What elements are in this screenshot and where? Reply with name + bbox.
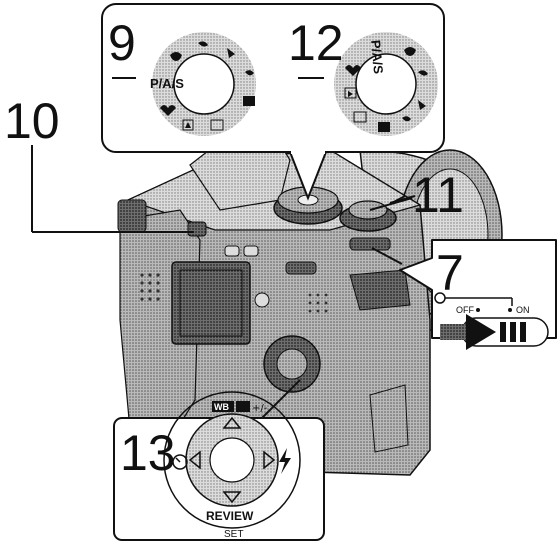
playback-icon (182, 119, 194, 131)
leader-lines (31, 145, 416, 419)
film-icon (353, 111, 367, 123)
portrait-icon (170, 52, 182, 61)
macro-icon (245, 70, 254, 76)
portrait-icon (404, 47, 416, 56)
playback-icon (344, 87, 357, 99)
heart-icon (160, 105, 176, 116)
mode-dial-position-9: P/A/S (150, 32, 256, 136)
flash-icon (279, 448, 291, 474)
mode-dial-position-12: P/A/S (334, 32, 438, 136)
right-arrow-icon (263, 450, 276, 470)
self-timer-icon (172, 454, 188, 470)
svg-text:+/-: +/- (252, 403, 268, 414)
button-10-on-body[interactable] (187, 221, 207, 237)
power-switch-on-body[interactable] (349, 237, 391, 251)
power-switch-inset: 7 OFF ON (399, 239, 557, 350)
night-scene-icon (198, 41, 208, 47)
mode-label-right: P/A/S (368, 39, 386, 74)
cursor-pad[interactable] (163, 391, 301, 529)
sports-icon (227, 48, 235, 58)
shutter-button-on-body[interactable] (339, 200, 397, 232)
movie-icon (378, 122, 390, 132)
heart-icon (345, 65, 361, 76)
night-scene-icon (418, 70, 428, 76)
on-label: ON (516, 305, 530, 315)
down-arrow-icon (222, 491, 242, 504)
scene-icons-right (344, 47, 428, 132)
movie-icon (243, 96, 255, 106)
callout-11: 11 (412, 167, 464, 223)
wb-label: WB (214, 402, 229, 412)
scene-icons-left (160, 41, 255, 131)
review-label: REVIEW (206, 509, 254, 523)
up-arrow-icon (222, 416, 242, 429)
mode-label-left: P/A/S (150, 76, 184, 91)
callout-13: 13 (120, 425, 176, 481)
callout-12: 12 (288, 15, 344, 71)
callout-7: 7 (436, 245, 464, 301)
callout-9: 9 (108, 15, 136, 71)
set-label: SET (224, 529, 243, 540)
slide-direction-arrow-icon (440, 314, 496, 350)
sports-icon (418, 100, 426, 110)
left-arrow-icon (188, 450, 201, 470)
film-icon (210, 119, 224, 131)
macro-icon (402, 116, 411, 122)
dial-inset: P/A/S 9 P/A/S (101, 3, 445, 201)
wb-label-group: WB +/- (212, 401, 268, 414)
cursor-pad-inset: 13 WB +/- REVIEW SET (113, 391, 325, 541)
callout-10: 10 (4, 93, 60, 149)
off-label: OFF (456, 305, 474, 315)
